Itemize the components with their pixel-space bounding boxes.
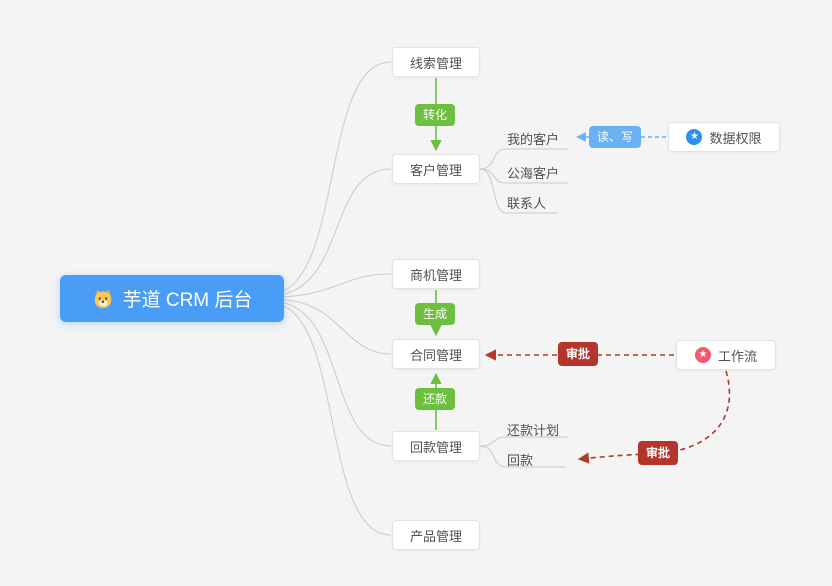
badge-read-write[interactable]: 读、写 (589, 126, 642, 148)
badge-convert[interactable]: 转化 (415, 104, 456, 126)
node-label: 商机管理 (409, 267, 462, 283)
edge-root-receivable (283, 302, 392, 447)
node-label: 线索管理 (409, 55, 462, 71)
node-label: 产品管理 (409, 528, 462, 544)
dog-mascot-icon (92, 288, 114, 310)
node-leads-management[interactable]: 线索管理 (392, 47, 480, 77)
node-contract-management[interactable]: 合同管理 (392, 339, 480, 369)
edge-root-leads (283, 61, 392, 292)
edge-root-product (283, 305, 392, 536)
badge-generate[interactable]: 生成 (415, 303, 456, 325)
star-icon: ★ (694, 347, 711, 363)
badge-approve-receivable[interactable]: 审批 (638, 441, 679, 465)
node-label: 工作流 (717, 348, 757, 364)
badge-repay[interactable]: 还款 (415, 388, 456, 410)
child-repayment-plan[interactable]: 还款计划 (507, 423, 560, 438)
root-node-label: 芋道 CRM 后台 (122, 290, 253, 311)
node-opportunity-management[interactable]: 商机管理 (392, 259, 480, 289)
root-node-crm-backend[interactable]: 芋道 CRM 后台 (60, 275, 284, 322)
node-label: 回款管理 (409, 439, 462, 455)
node-customer-management[interactable]: 客户管理 (392, 154, 480, 184)
node-product-management[interactable]: 产品管理 (392, 520, 480, 550)
node-data-permission[interactable]: ★ 数据权限 (668, 122, 780, 152)
node-label: 客户管理 (409, 162, 462, 178)
node-workflow[interactable]: ★ 工作流 (676, 340, 776, 370)
edge-root-contract (283, 299, 392, 355)
star-icon: ★ (686, 129, 703, 145)
node-receivable-management[interactable]: 回款管理 (392, 431, 480, 461)
node-label: 合同管理 (409, 347, 462, 363)
node-label: 数据权限 (709, 130, 762, 146)
child-contacts[interactable]: 联系人 (507, 196, 547, 211)
edge-root-customers (283, 168, 392, 295)
child-receivable[interactable]: 回款 (507, 453, 534, 468)
child-my-customers[interactable]: 我的客户 (507, 132, 560, 147)
child-public-customers[interactable]: 公海客户 (507, 166, 560, 181)
edge-root-opportunity (283, 273, 392, 298)
badge-approve-contract[interactable]: 审批 (558, 342, 599, 366)
